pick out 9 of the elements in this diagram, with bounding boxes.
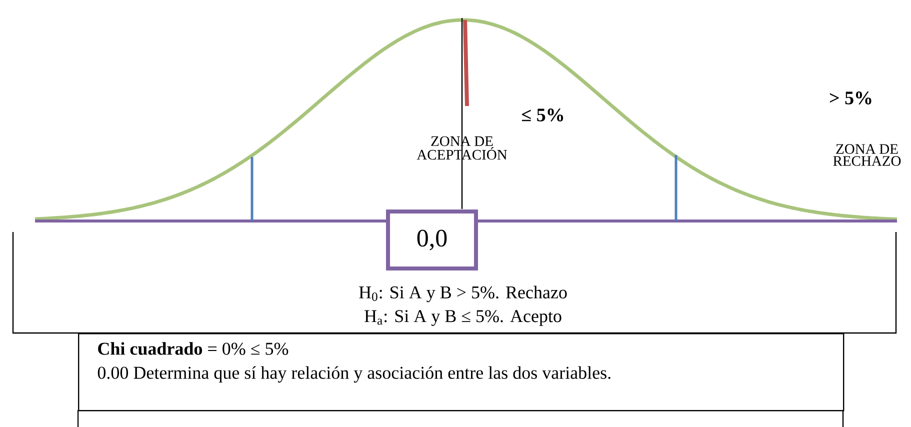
percent-label: > 5% <box>830 92 872 104</box>
value-box: 0,0 <box>386 210 478 270</box>
hypothesis-text: H$_{0}$: Si A y B > 5%. Rechazo <box>359 286 567 302</box>
percent-label: ≤ 5% <box>522 108 564 122</box>
result-box <box>78 332 844 412</box>
hypothesis-text: H$_{a}$: Si A y B ≤ 5%. Acepto <box>364 310 562 326</box>
result-text: Chi cuadrado = 0% ≤ 5% <box>98 342 288 355</box>
zone-label: ZONA DE RECHAZO <box>833 144 901 166</box>
result-text: 0.00 Determina que sí hay relación y asociación entre las dos variables. <box>98 366 610 383</box>
